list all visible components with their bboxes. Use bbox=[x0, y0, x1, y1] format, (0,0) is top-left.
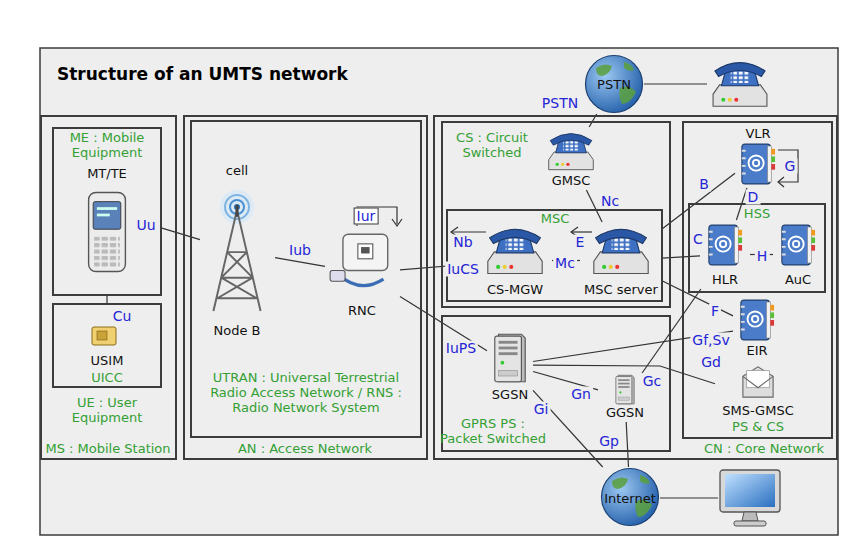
network-element: cellNode B bbox=[200, 160, 275, 342]
group-label: GPRS PS : Packet Switched bbox=[439, 416, 548, 446]
network-cloud: Internet bbox=[600, 467, 660, 527]
interface-line bbox=[662, 256, 700, 258]
node-label: PSTN bbox=[597, 77, 631, 92]
node-label: cell bbox=[226, 163, 248, 178]
network-element: RNC bbox=[325, 226, 400, 320]
interface-label: Gc bbox=[641, 374, 664, 389]
interface-line bbox=[162, 228, 200, 240]
interface-label: E bbox=[574, 235, 587, 250]
interface-label: Uu bbox=[134, 218, 157, 233]
interface-label: Nc bbox=[599, 194, 621, 209]
node-label: SMS-GMSC bbox=[722, 403, 794, 418]
interface-label: Gf,Sv bbox=[690, 333, 731, 348]
node-label: USIM bbox=[91, 353, 124, 368]
network-element: MSC server bbox=[580, 222, 662, 299]
interface-label: B bbox=[697, 177, 711, 192]
interface-label: Iub bbox=[287, 243, 313, 258]
group-box: AN : Access Network UTRAN : Universal Ter… bbox=[183, 115, 428, 460]
group-box: CN : Core NetworkCS : Circuit SwitchedGM… bbox=[433, 115, 838, 460]
interface-label: Gn bbox=[569, 387, 593, 402]
node-label: Internet bbox=[604, 491, 656, 506]
interface-label: Cu bbox=[111, 309, 134, 324]
interface-label: Gd bbox=[699, 355, 723, 370]
network-element: EIR bbox=[733, 296, 780, 359]
interface-label: H bbox=[755, 249, 770, 264]
node-label: AuC bbox=[785, 272, 811, 287]
network-element: CS-MGW bbox=[478, 222, 552, 299]
node-label: Node B bbox=[214, 323, 261, 338]
group-box: ME : Mobile EquipmentMT/TE bbox=[52, 127, 162, 296]
node-label: GMSC bbox=[552, 173, 591, 188]
interface-label: IuCS bbox=[445, 262, 481, 277]
network-element: GMSC bbox=[540, 127, 602, 190]
interface-label: Gi bbox=[532, 402, 551, 417]
interface-line bbox=[106, 296, 107, 303]
interface-label: Mc bbox=[553, 256, 577, 271]
interface-label: Iur bbox=[354, 208, 379, 225]
network-element: VLR bbox=[735, 124, 780, 188]
interface-label: D bbox=[746, 190, 761, 205]
group-label: AN : Access Network bbox=[238, 441, 372, 456]
group-label: UE : User Equipment bbox=[52, 395, 162, 425]
interface-label: Gp bbox=[597, 434, 621, 449]
group-box: USIM UICC bbox=[52, 303, 162, 388]
group-label: PS & CS bbox=[732, 419, 784, 434]
network-element: HLR bbox=[700, 220, 750, 289]
network-element: SMS-GMSCPS & CS bbox=[715, 360, 800, 435]
interface-label: G bbox=[783, 159, 798, 174]
group-label: UTRAN : Universal Terrestrial Radio Acce… bbox=[193, 370, 419, 415]
node-label: CS-MGW bbox=[487, 282, 543, 297]
group-label: UICC bbox=[91, 370, 123, 385]
group-box: GPRS PS : Packet Switched SGSN GGSN bbox=[441, 315, 671, 452]
interface-label: Nb bbox=[451, 235, 474, 250]
icons bbox=[89, 63, 815, 526]
node-label: MT/TE bbox=[87, 166, 127, 181]
group-box: CS : Circuit SwitchedGMSC MSC CS-MGW MSC se… bbox=[441, 121, 671, 308]
interface-line bbox=[533, 365, 715, 384]
interface-line bbox=[662, 173, 735, 229]
db-panel bbox=[683, 122, 832, 438]
node-label: SGSN bbox=[492, 387, 528, 402]
network-element: SGSN bbox=[487, 326, 533, 404]
group-box: UTRAN : Universal Terrestrial Radio Acce… bbox=[190, 120, 422, 438]
interface-label: PSTN bbox=[540, 96, 580, 111]
group-label: ME : Mobile Equipment bbox=[55, 130, 160, 160]
node-label: GGSN bbox=[606, 405, 644, 420]
node-label: VLR bbox=[745, 126, 770, 141]
node-label: MSC server bbox=[584, 282, 658, 297]
diagram-title: Structure of an UMTS network bbox=[57, 64, 348, 84]
interface-label: IuPS bbox=[444, 341, 478, 356]
group-label: CS : Circuit Switched bbox=[442, 130, 542, 160]
interface-line bbox=[275, 258, 325, 267]
group-label: MSC bbox=[541, 211, 570, 226]
node-label: EIR bbox=[746, 343, 767, 358]
node-label: RNC bbox=[348, 303, 376, 318]
network-element: AuC bbox=[773, 220, 823, 289]
group-label: MS : Mobile Station bbox=[45, 441, 170, 456]
outer-frame bbox=[40, 48, 838, 535]
interface-label: F bbox=[709, 304, 721, 319]
group-label: HSS bbox=[744, 206, 770, 221]
group-label: CN : Core Network bbox=[704, 441, 824, 456]
interface-label: C bbox=[691, 232, 705, 247]
wires bbox=[357, 84, 798, 498]
network-cloud: PSTN bbox=[584, 54, 644, 114]
node-label: HLR bbox=[712, 272, 738, 287]
interface-line bbox=[626, 422, 628, 467]
